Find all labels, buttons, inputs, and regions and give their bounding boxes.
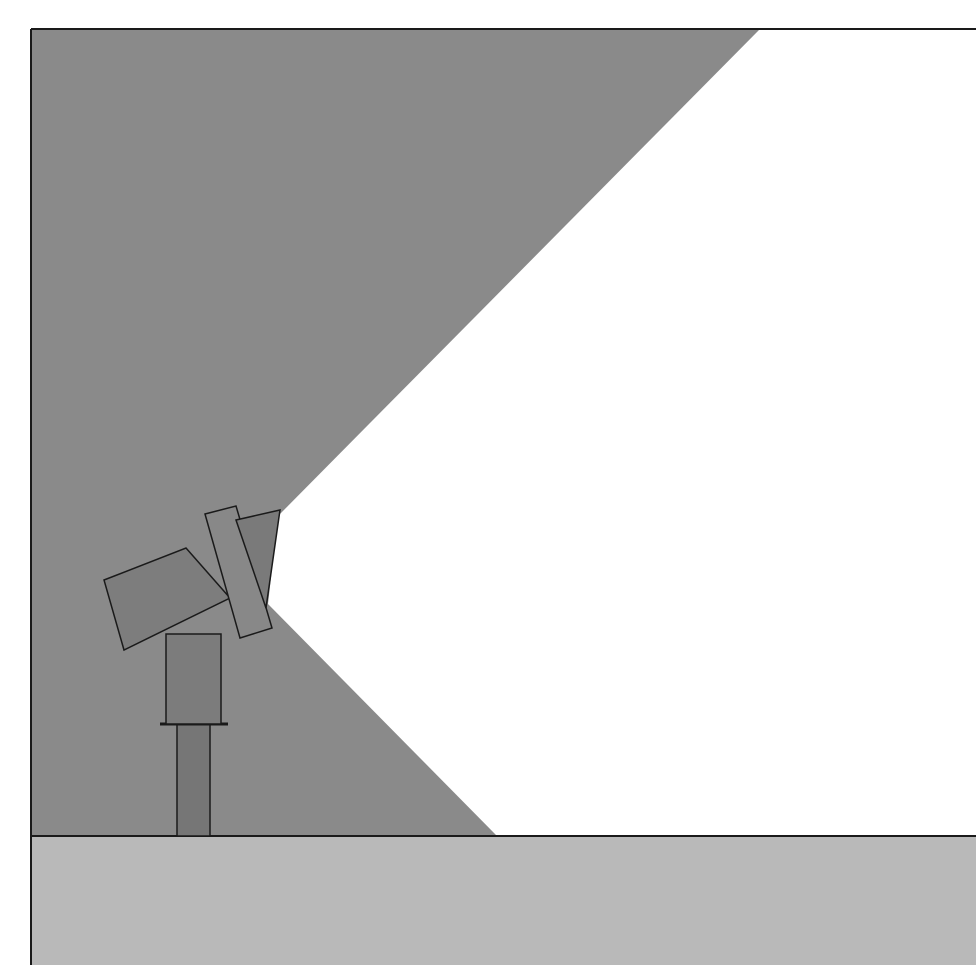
- stand-pole: [177, 724, 210, 836]
- floor: [31, 836, 976, 965]
- stand-upper-post: [166, 634, 221, 724]
